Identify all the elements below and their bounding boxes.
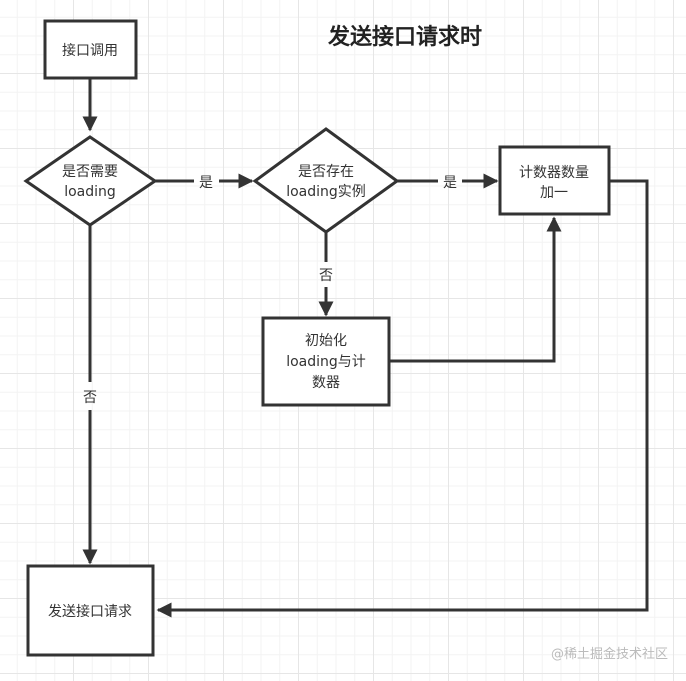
node-counter-increment-shape (498, 145, 611, 216)
node-init-loading-shape (261, 316, 391, 407)
node-instance-exists[interactable]: 是否存在 loading实例 (252, 127, 400, 234)
edge-label-instance-no: 否 (319, 268, 333, 284)
node-api-call-label: 接口调用 (62, 42, 118, 59)
node-init-loading-line1: 初始化 (305, 332, 347, 349)
node-send-request[interactable]: 发送接口请求 (26, 564, 155, 657)
node-instance-exists-line2: loading实例 (286, 184, 366, 200)
edge-label-instance-yes: 是 (443, 175, 457, 191)
node-instance-exists-line1: 是否存在 (298, 164, 354, 180)
node-instance-exists-shape (252, 127, 400, 234)
edge-label-need-yes: 是 (199, 175, 213, 191)
watermark: @稀土掘金技术社区 (551, 646, 668, 662)
node-init-loading[interactable]: 初始化 loading与计 数器 (261, 316, 391, 407)
edge-label-need-no: 否 (83, 390, 97, 406)
edge-counter-to-send (156, 179, 649, 618)
node-counter-increment-line1: 计数器数量 (519, 165, 589, 181)
diagram-title: 发送接口请求时 (327, 24, 482, 50)
node-init-loading-line3: 数器 (312, 375, 340, 391)
node-send-request-label: 发送接口请求 (48, 603, 132, 620)
edge-init-to-counter (389, 216, 562, 363)
node-init-loading-line2: loading与计 (286, 354, 366, 370)
node-counter-increment[interactable]: 计数器数量 加一 (498, 145, 611, 216)
node-need-loading-line1: 是否需要 (62, 164, 118, 180)
node-counter-increment-line2: 加一 (540, 185, 568, 201)
node-send-request-shape (26, 564, 155, 657)
node-need-loading-shape (23, 135, 158, 227)
node-need-loading[interactable]: 是否需要 loading (23, 135, 158, 227)
node-need-loading-line2: loading (64, 184, 116, 200)
node-api-call[interactable]: 接口调用 (43, 19, 138, 80)
node-api-call-shape (43, 19, 138, 80)
